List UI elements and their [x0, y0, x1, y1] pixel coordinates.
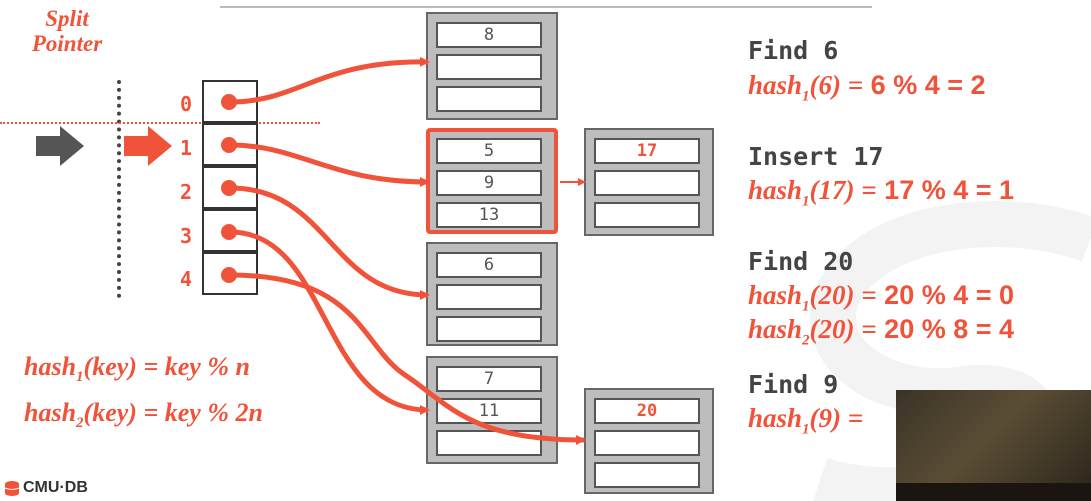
op-0-line-0-calc: 6 % 4 = 2 — [863, 70, 986, 100]
overflow-0-slot-1 — [594, 170, 700, 196]
op-2-line-0-calc: 20 % 4 = 0 — [876, 280, 1015, 310]
op-0-line-0-sub: 1 — [802, 88, 810, 105]
dir-dot-1 — [221, 137, 237, 153]
overflow-0-slot-0: 17 — [594, 138, 700, 164]
dir-label-1: 1 — [179, 136, 193, 160]
op-2-line-1: hash2(20) = 20 % 8 = 4 — [748, 314, 1014, 349]
op-3-line-0-arg: (9) = — [809, 403, 864, 433]
overflow-0-slot-2 — [594, 202, 700, 228]
dir-dot-0 — [221, 94, 237, 110]
op-2-line-0: hash1(20) = 20 % 4 = 0 — [748, 280, 1014, 315]
bucket-1: 5 9 13 — [426, 128, 558, 234]
dir-label-2: 2 — [179, 180, 193, 204]
op-2-line-1-calc: 20 % 8 = 4 — [876, 314, 1015, 344]
op-3-line-0-name: hash — [748, 403, 803, 433]
op-2-title: Find 20 — [748, 247, 854, 276]
split-pointer-line2: Pointer — [31, 31, 103, 56]
bucket-2-slot-0: 6 — [436, 252, 542, 278]
hash1-function: hash1(key) = key % n — [24, 352, 250, 386]
op-3-line-0-sub: 1 — [802, 421, 810, 438]
overflow-bucket-1: 20 — [584, 388, 714, 494]
op-0-line-0: hash1(6) = 6 % 4 = 2 — [748, 70, 986, 105]
split-dotted-horizontal — [0, 122, 320, 124]
bucket-0-slot-1 — [436, 54, 542, 80]
bucket-3-slot-0: 7 — [436, 366, 542, 392]
overflow-1-slot-1 — [594, 430, 700, 456]
bucket-0-slot-2 — [436, 86, 542, 112]
op-1-title: Insert 17 — [748, 142, 884, 171]
op-2-line-1-name: hash — [748, 314, 803, 344]
logo-text: CMU·DB — [23, 479, 88, 496]
top-divider — [220, 6, 872, 8]
hash1-sub: 1 — [76, 369, 84, 386]
arrow-dir0-bucket0 — [229, 56, 430, 105]
bucket-2: 6 — [426, 242, 558, 346]
bucket-0-slot-0: 8 — [436, 22, 542, 48]
hash1-rest: (key) = key % n — [83, 352, 250, 381]
op-3-title: Find 9 — [748, 370, 839, 399]
op-1-line-0: hash1(17) = 17 % 4 = 1 — [748, 175, 1014, 210]
bucket-0: 8 — [426, 12, 558, 120]
bucket-2-slot-2 — [436, 316, 542, 342]
webcam-video-overlay — [896, 390, 1091, 501]
hash2-rest: (key) = key % 2n — [83, 398, 263, 427]
arrow-dir1-bucket1 — [229, 142, 430, 187]
dir-label-3: 3 — [179, 224, 193, 248]
op-1-line-0-sub: 1 — [802, 193, 810, 210]
hash2-name: hash — [24, 398, 77, 427]
arrow-dir2-bucket2 — [229, 185, 430, 300]
overflow-1-slot-2 — [594, 462, 700, 488]
bucket-1-slot-2: 13 — [436, 202, 542, 228]
overflow-1-slot-0: 20 — [594, 398, 700, 424]
bucket-3: 7 11 — [426, 356, 558, 464]
dir-label-4: 4 — [179, 267, 193, 291]
database-logo-icon — [4, 481, 20, 496]
op-2-line-1-arg: (20) = — [809, 314, 877, 344]
op-1-line-0-arg: (17) = — [809, 175, 877, 205]
hash1-name: hash — [24, 352, 77, 381]
dir-dot-3 — [221, 224, 237, 240]
bucket-1-slot-1: 9 — [436, 170, 542, 196]
bucket-1-slot-0: 5 — [436, 138, 542, 164]
overflow-bucket-0: 17 — [584, 128, 714, 236]
op-3-line-0: hash1(9) = — [748, 403, 863, 438]
split-pointer-arrow-icon — [124, 126, 172, 166]
arrow-dir3-bucket3 — [229, 229, 430, 415]
op-0-line-0-arg: (6) = — [809, 70, 864, 100]
op-2-line-0-sub: 1 — [802, 298, 810, 315]
split-dotted-vertical — [117, 80, 121, 298]
hash2-function: hash2(key) = key % 2n — [24, 398, 263, 432]
dir-dot-4 — [221, 267, 237, 283]
dir-label-0: 0 — [179, 92, 193, 116]
op-2-line-0-arg: (20) = — [809, 280, 877, 310]
op-1-line-0-calc: 17 % 4 = 1 — [876, 175, 1015, 205]
dir-slot-3 — [202, 209, 258, 252]
dir-dot-2 — [221, 180, 237, 196]
op-0-title: Find 6 — [748, 36, 839, 65]
op-0-line-0-name: hash — [748, 70, 803, 100]
hash2-sub: 2 — [76, 415, 84, 432]
cmu-db-logo: CMU·DB — [4, 478, 88, 498]
split-pointer-line1: Split — [45, 6, 89, 31]
arrow-dir4-overflow1 — [229, 272, 586, 445]
op-2-line-1-sub: 2 — [802, 332, 810, 349]
webcam-floor — [896, 483, 1091, 501]
op-2-line-0-name: hash — [748, 280, 803, 310]
old-split-arrow-icon — [36, 126, 84, 166]
op-1-line-0-name: hash — [748, 175, 803, 205]
split-pointer-label: Split Pointer — [22, 6, 112, 56]
bucket-2-slot-1 — [436, 284, 542, 310]
